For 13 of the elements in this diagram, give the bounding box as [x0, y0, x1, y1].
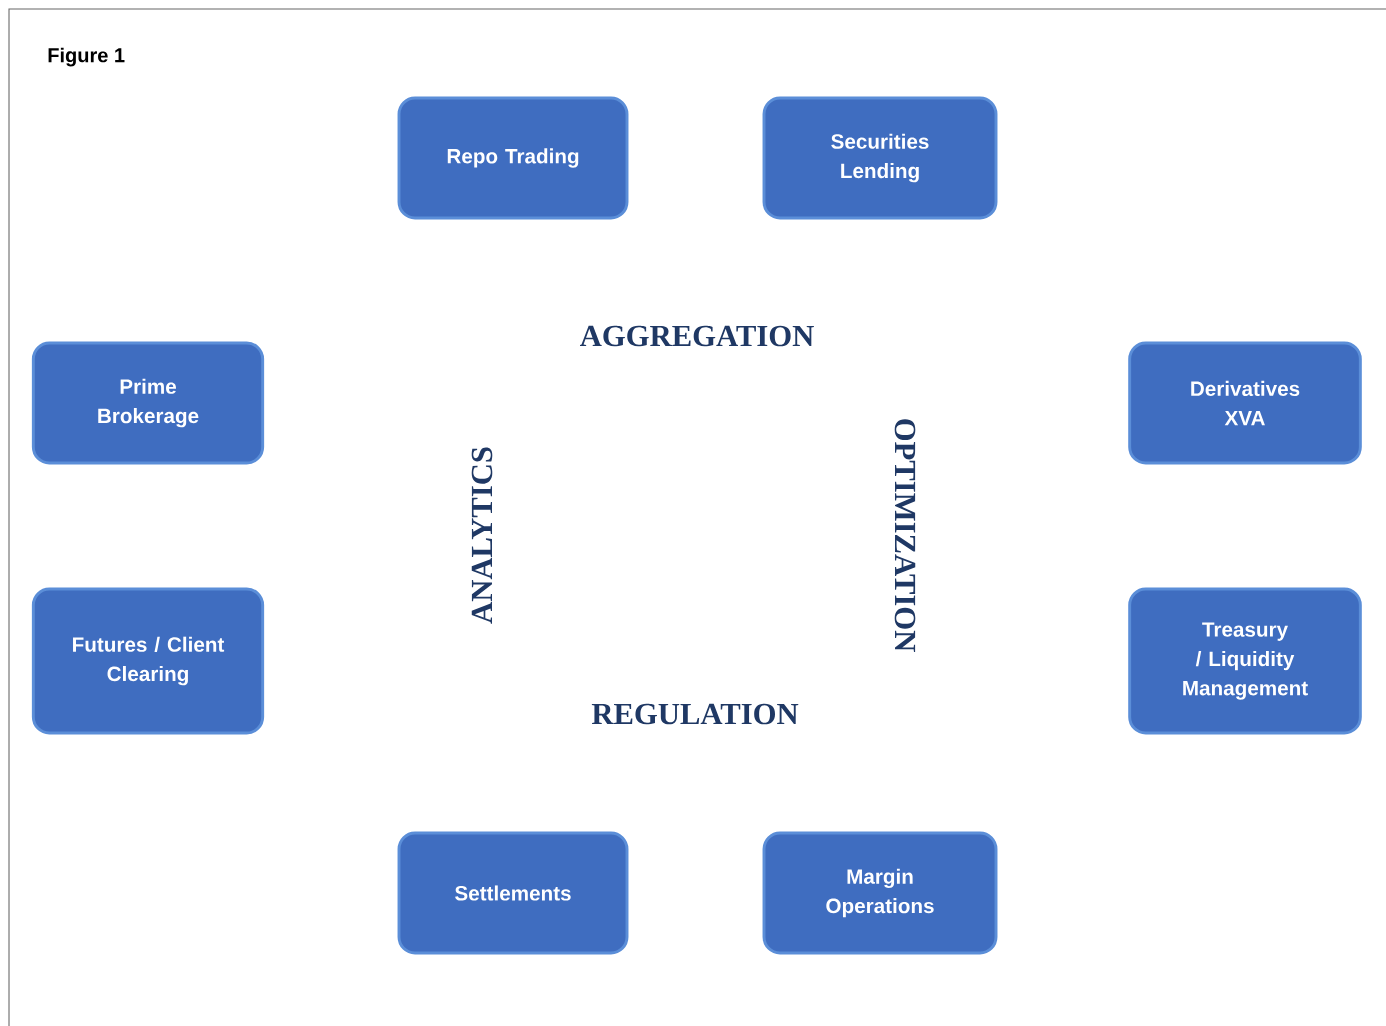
process-box: Prime Brokerage [31, 341, 265, 465]
axis-label: ANALYTICS [471, 447, 493, 624]
process-box: Treasury / Liquidity Management [1128, 587, 1362, 735]
process-box: Settlements [397, 831, 629, 955]
axis-label: AGGREGATION [580, 325, 814, 347]
process-box: Futures / Client Clearing [31, 587, 265, 735]
process-box: Derivatives XVA [1128, 341, 1362, 465]
figure-title: Figure 1 [48, 47, 125, 67]
axis-label: OPTIMIZATION [894, 419, 916, 652]
process-box: Repo Trading [397, 96, 629, 220]
axis-label: REGULATION [591, 703, 799, 725]
process-box: Margin Operations [762, 831, 998, 955]
process-box: Securities Lending [762, 96, 998, 220]
